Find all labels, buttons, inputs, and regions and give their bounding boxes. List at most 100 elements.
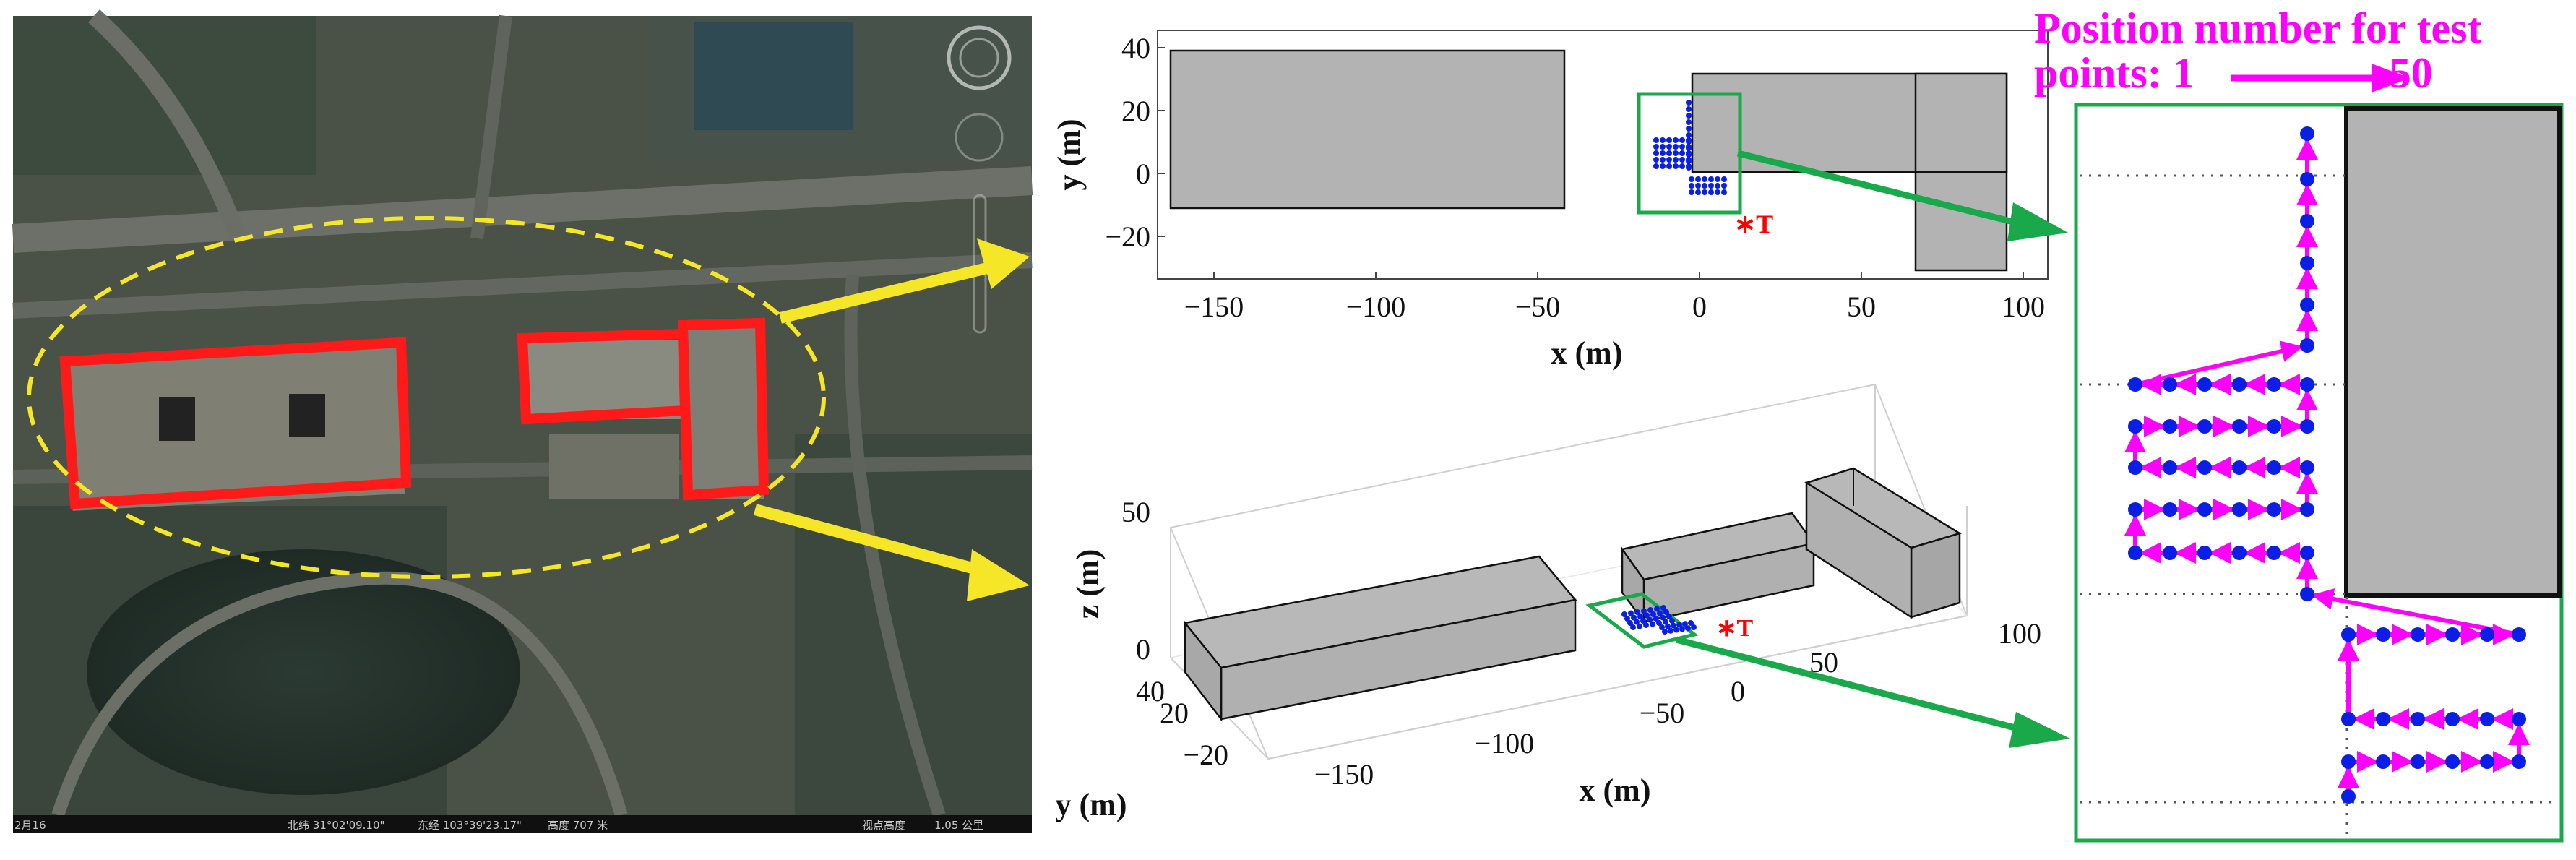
test-point [1695,189,1701,195]
test-point-path [2124,126,2530,804]
plan-ylabel: y (m) [1051,119,1087,191]
test-point [2480,712,2494,726]
test-point [2163,460,2177,475]
test-point [2197,502,2212,517]
test-point [1686,100,1692,106]
test-point [1641,608,1647,614]
plan-xtick-6: 100 [2002,291,2045,323]
test-point [2197,546,2212,560]
test-point [2267,460,2281,475]
test-point [1665,623,1671,629]
test-point [1679,157,1685,163]
legend-arrow [2231,64,2410,93]
test-point [2300,377,2314,392]
test-point [1650,611,1656,617]
test-point [2512,754,2526,769]
test-point [1686,126,1692,132]
view3d-xlabel: x (m) [1580,773,1651,808]
plan-view-chart: −150 −100 −50 0 50 100 40 20 0 −20 x (m)… [1051,30,2049,371]
test-point [1715,183,1720,189]
test-point [1682,621,1688,627]
test-point [1653,157,1659,163]
green-arrow-lower [1675,636,2070,748]
test-point [1660,144,1666,150]
test-point [1631,614,1637,621]
test-point [1653,150,1659,156]
view3d-ylabel: y (m) [1056,787,1127,822]
test-point [1686,144,1692,150]
test-point [1637,614,1643,619]
test-point [2128,419,2142,434]
test-point [1673,627,1679,633]
test-point [2300,214,2314,228]
view3d-ytick-3: −20 [1183,739,1228,771]
view3d-ytick-2: 20 [1160,697,1189,729]
test-point [1662,629,1668,635]
view3d-xtick-1: −150 [1314,758,1374,791]
plan-test-points [1653,100,1727,195]
test-point [1647,616,1653,623]
path-segment [2141,340,2304,385]
test-point [2445,627,2460,642]
test-point [1689,183,1694,189]
test-point [1647,607,1653,613]
plan-xtick-5: 50 [1847,291,1876,323]
test-point [1688,620,1694,626]
test-point [2300,587,2314,601]
plan-ytick-3: 0 [1136,158,1150,190]
test-point [1660,137,1666,143]
test-point [2163,502,2177,517]
test-point [2480,627,2494,642]
test-point [1686,113,1692,119]
test-point [1644,612,1650,619]
test-point [1637,623,1642,629]
test-point [1702,189,1707,195]
test-point [1660,614,1666,621]
test-point [2341,712,2356,726]
test-point [1666,614,1672,619]
satellite-image [12,9,1033,817]
test-point [2232,460,2247,475]
test-point [2376,754,2390,769]
plan-building-west [1169,49,1566,210]
test-point [1695,183,1701,189]
test-point [1643,622,1649,628]
view3d-xtick-6: 100 [1998,617,2041,650]
legend-title-end: 50 [2389,49,2433,97]
test-point [1679,144,1685,150]
test-point [1686,157,1692,163]
test-point [1702,176,1707,182]
test-point [2232,502,2247,517]
test-point [2128,460,2142,475]
test-point [2300,546,2314,560]
test-point [1721,183,1727,189]
test-point [1686,137,1692,143]
test-point [1715,176,1720,182]
test-point [1679,626,1685,632]
test-point [2341,627,2356,642]
test-point [1721,189,1727,195]
test-point [2267,419,2281,434]
green-arrow-upper [1736,150,2068,241]
test-point [2267,377,2281,392]
test-point [2232,546,2247,560]
test-point [1689,189,1694,195]
view3d-ztick-1: 50 [1121,496,1150,528]
test-point [2411,627,2425,642]
test-point [1691,624,1697,630]
path-segment [2311,588,2513,636]
plan-ytick-4: −20 [1105,220,1150,253]
plan-xtick-4: 0 [1692,291,1707,323]
plan-xlabel: x (m) [1551,335,1623,371]
test-point [2512,627,2526,642]
plan-xtick-3: −50 [1515,291,1561,323]
test-point [2128,546,2142,560]
test-point [1708,176,1714,182]
test-point [2300,502,2314,517]
plan-ytick-2: 20 [1121,95,1150,127]
test-point [1628,610,1634,616]
view3d-zlabel: z (m) [1070,549,1106,619]
test-point [2197,377,2212,392]
test-point [1708,183,1714,189]
